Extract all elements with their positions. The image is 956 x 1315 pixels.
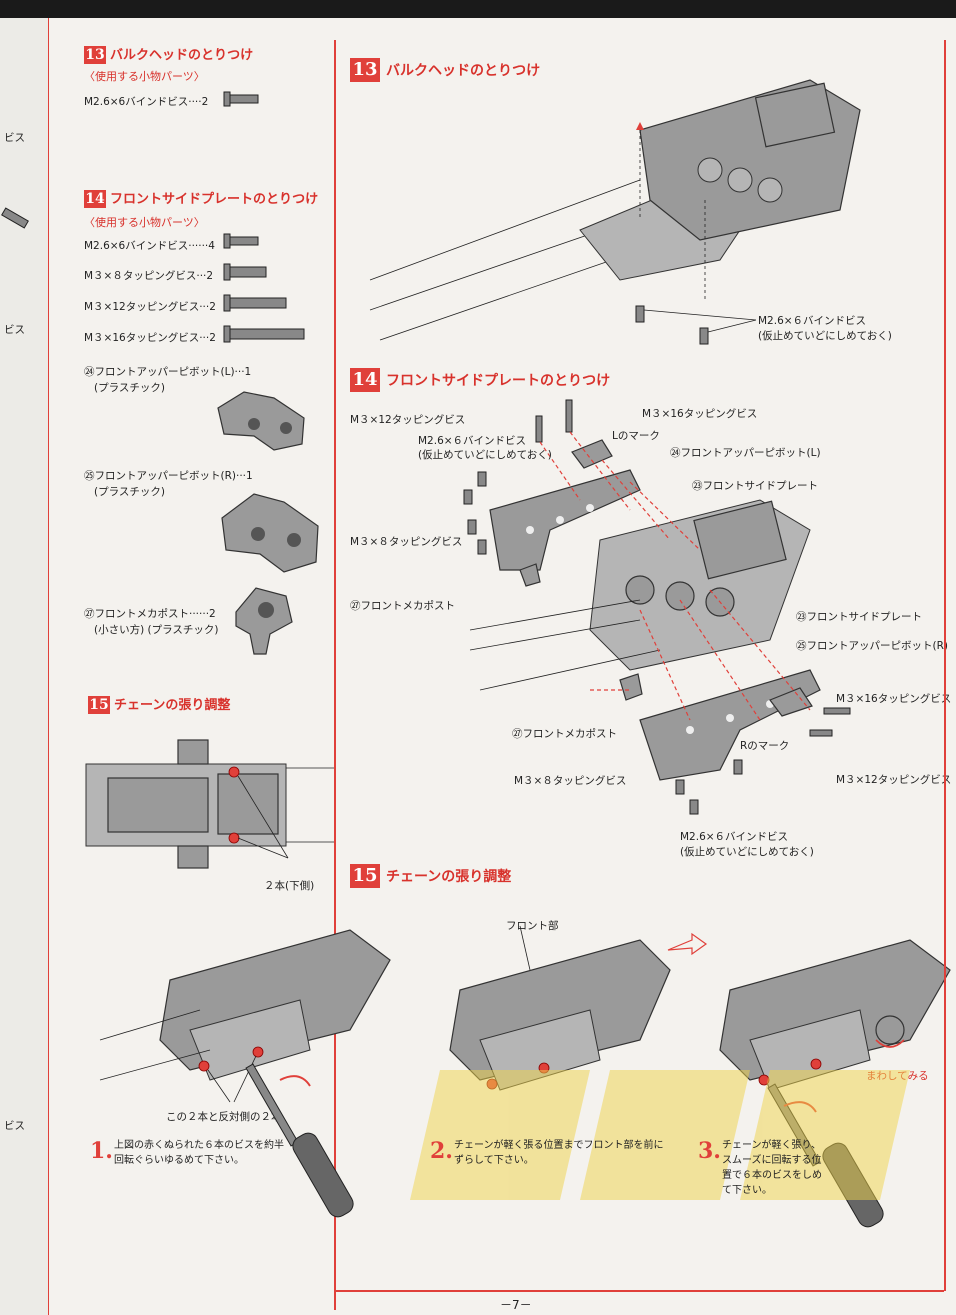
right-step15-title: チェーンの張り調整	[386, 869, 512, 885]
right-frame-line	[944, 40, 946, 1291]
label-m3x16-top: M３×16タッピングビス	[642, 408, 758, 420]
left-plastic-1-note: (プラスチック)	[94, 382, 165, 394]
left-step13-heading: 13 バルクヘッドのとりつけ	[84, 44, 253, 64]
top-dark-strip	[0, 0, 956, 18]
label-m3x12-bot: M３×12タッピングビス	[836, 774, 952, 786]
left-step13-subtitle: 〈使用する小物パーツ〉	[84, 70, 205, 83]
left-step15-chassis-drawing	[85, 739, 334, 869]
label-r-mark: Rのマーク	[740, 740, 790, 752]
step-2-number: 2.	[430, 1138, 453, 1164]
watermark-logo	[410, 1070, 910, 1200]
left-step14-part-2: M３×８タッピングビス···2	[84, 270, 214, 282]
right-step15-number: 15	[350, 864, 380, 888]
label-mecha-1: ㉗フロントメカポスト	[350, 600, 455, 612]
column-divider	[334, 40, 336, 1310]
left-page-strip	[0, 18, 49, 1315]
edge-text-a: ビス	[4, 132, 25, 144]
label-m26-a: M2.6×６バインドビス	[418, 435, 527, 447]
bulkhead-assembly-drawing	[369, 79, 861, 345]
left-plastic-3-note: (小さい方) (プラスチック)	[94, 624, 219, 636]
right-step13-number: 13	[350, 58, 380, 82]
chain-adjust-drawing-1	[99, 929, 391, 1218]
right-step14-number: 14	[350, 368, 380, 392]
right-step13-callout-2: (仮止めていどにしめておく)	[758, 330, 892, 342]
left-plastic-1-label: ㉔フロントアッパーピボット(L)···1	[84, 366, 252, 378]
right-step14-title: フロントサイドプレートのとりつけ	[386, 373, 611, 389]
left-step13-screw-icon	[223, 91, 259, 107]
left-mecha-post-drawing	[235, 587, 293, 655]
step-1-number: 1.	[90, 1138, 113, 1164]
step-1-text: 上図の赤くぬられた６本のビスを約半回転ぐらいゆるめて下さい。	[114, 1140, 284, 1166]
step-3-text: チェーンが軽く張り、スムーズに回転する位置で６本のビスをしめて下さい。	[722, 1140, 822, 1196]
right-step15-heading: 15 チェーンの張り調整	[350, 864, 511, 888]
left-step13-title: バルクヘッドのとりつけ	[110, 48, 254, 63]
left-step14-title: フロントサイドプレートのとりつけ	[110, 192, 319, 207]
page-number: －7－	[500, 1298, 532, 1312]
left-plastic-3-label: ㉗フロントメカポスト······2	[84, 608, 216, 620]
left-step15-title: チェーンの張り調整	[114, 698, 231, 713]
right-step14-heading: 14 フロントサイドプレートのとりつけ	[350, 368, 610, 392]
label-m3x8-top: M３×８タッピングビス	[350, 536, 463, 548]
label-m26-c: M2.6×６バインドビス	[680, 831, 789, 843]
edge-screw-drawing	[1, 207, 29, 229]
side-plate-assembly-drawing	[463, 399, 851, 815]
right-step13-heading: 13 バルクヘッドのとりつけ	[350, 58, 540, 82]
label-l-mark: Lのマーク	[612, 430, 660, 442]
right-step13-title: バルクヘッドのとりつけ	[386, 63, 541, 79]
left-step14-part-4: M３×16タッピングビス···2	[84, 332, 216, 344]
left-pivot-l-drawing	[217, 391, 305, 451]
label-front-part: フロント部	[506, 920, 559, 932]
label-m3x16-bot: M３×16タッピングビス	[836, 693, 952, 705]
right-step13-callout-1: M2.6×６バインドビス	[758, 315, 867, 327]
left-step14-part-3: M３×12タッピングビス···2	[84, 301, 216, 313]
label-m3x12-top: M３×12タッピングビス	[350, 414, 466, 426]
left-pivot-r-drawing	[221, 493, 319, 573]
left-step15-number: 15	[88, 696, 110, 714]
label-pivot-r: ㉕フロントアッパーピボット(R)	[796, 640, 948, 652]
left-column: 13 バルクヘッドのとりつけ 〈使用する小物パーツ〉 M2.6×6バインドビス··…	[48, 18, 334, 1315]
left-step14-heading: 14 フロントサイドプレートのとりつけ	[84, 188, 318, 208]
label-side-plate-1: ㉓フロントサイドプレート	[692, 480, 818, 492]
label-m26-d: (仮止めていどにしめておく)	[680, 846, 814, 858]
left-plastic-2-note: (プラスチック)	[94, 486, 165, 498]
edge-text-b: ビス	[4, 324, 25, 336]
left-step13-part-1: M2.6×6バインドビス····2	[84, 96, 209, 108]
left-step13-number: 13	[84, 46, 106, 64]
label-side-plate-2: ㉓フロントサイドプレート	[796, 611, 922, 623]
left-step15-callout: ２本(下側)	[264, 880, 315, 892]
bottom-frame-line	[334, 1290, 944, 1292]
left-step14-subtitle: 〈使用する小物パーツ〉	[84, 216, 205, 229]
left-step14-number: 14	[84, 190, 106, 208]
edge-text-c: ビス	[4, 1120, 25, 1132]
label-m26-b: (仮止めていどにしめておく)	[418, 449, 552, 461]
step-2-text: チェーンが軽く張る位置までフロント部を前にずらして下さい。	[454, 1140, 664, 1166]
label-these-screws: この２本と反対側の２本	[166, 1111, 282, 1123]
step-3-number: 3.	[698, 1138, 721, 1164]
left-step15-heading: 15 チェーンの張り調整	[88, 694, 230, 714]
left-step14-screw-icons	[223, 233, 305, 343]
label-mecha-2: ㉗フロントメカポスト	[512, 728, 617, 740]
label-pivot-l: ㉔フロントアッパーピボット(L)	[670, 447, 821, 459]
label-m3x8-bot: M３×８タッピングビス	[514, 775, 627, 787]
left-plastic-2-label: ㉕フロントアッパーピボット(R)···1	[84, 470, 253, 482]
left-step14-part-1: M2.6×6バインドビス······4	[84, 240, 215, 252]
